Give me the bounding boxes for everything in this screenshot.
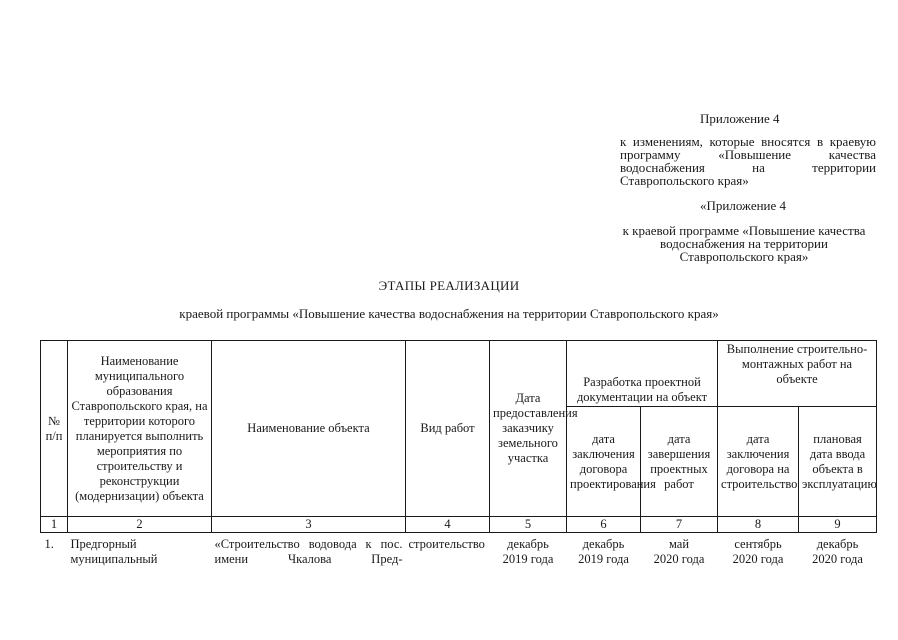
row-construction-contract-year: 2020 года <box>732 552 784 566</box>
row-design-end-month: май <box>668 537 690 551</box>
header-design-end: дата завершения проектных работ <box>639 406 719 517</box>
prev-appendix-title: «Приложение 4 <box>700 198 787 213</box>
prev-appendix-text: к краевой программе «Повышение качества … <box>622 223 866 264</box>
column-number: 5 <box>489 516 567 533</box>
row-design-end: май 2020 года <box>641 533 718 569</box>
column-number: 7 <box>639 516 719 533</box>
appendix-text: к изменениям, которые вносятся в краевую… <box>620 134 876 188</box>
column-number: 6 <box>566 516 641 533</box>
stages-table: № п/п Наименование муниципального образо… <box>40 340 878 569</box>
header-work-type: Вид работ <box>405 340 490 517</box>
row-design-contract: декабрь 2019 года <box>567 533 641 569</box>
row-number: 1. <box>44 537 54 551</box>
column-number: 8 <box>717 516 800 533</box>
header-land-date: Дата предоставления заказчику земельного… <box>489 340 578 517</box>
row-land-date-month: декабрь <box>507 537 549 551</box>
row-municipality: Предгорный муниципальный <box>70 537 158 566</box>
header-commissioning: плановая дата ввода объекта в эксплуатац… <box>798 406 878 517</box>
document-subtitle: краевой программы «Повышение качества во… <box>179 306 719 321</box>
header-design-contract: дата заключения договора проектирования <box>566 406 656 517</box>
appendix-title: Приложение 4 <box>700 111 780 126</box>
row-commissioning-year: 2020 года <box>812 552 863 566</box>
header-num: № п/п <box>40 340 68 517</box>
row-work-type: строительство <box>408 537 485 551</box>
row-land-date: декабрь 2019 года <box>490 533 567 569</box>
header-municipality: Наименование муниципального образования … <box>67 340 212 517</box>
column-number: 4 <box>405 516 490 533</box>
row-design-contract-month: декабрь <box>582 537 625 551</box>
row-object: «Строительство водовода к пос. имени Чка… <box>214 537 403 566</box>
column-number: 1 <box>40 516 68 533</box>
column-number-row: 1 2 3 4 5 6 7 8 9 <box>40 516 878 533</box>
column-number: 3 <box>211 516 406 533</box>
column-number: 2 <box>67 516 212 533</box>
row-commissioning-month: декабрь <box>816 537 859 551</box>
table-row: 1. Предгорный муниципальный «Строительст… <box>41 533 877 569</box>
row-commissioning: декабрь 2020 года <box>799 533 877 569</box>
row-construction-contract-month: сентябрь <box>734 537 782 551</box>
header-design-group: Разработка проектной документации на объ… <box>565 340 719 407</box>
header-object: Наименование объекта <box>211 340 406 517</box>
row-design-contract-year: 2019 года <box>578 552 629 566</box>
header-construction-group: Выполнение строительно-монтажных работ н… <box>717 340 878 407</box>
column-number: 9 <box>798 516 878 533</box>
row-design-end-year: 2020 года <box>653 552 705 566</box>
row-land-date-year: 2019 года <box>502 552 554 566</box>
row-construction-contract: сентябрь 2020 года <box>718 533 799 569</box>
header-construction-contract: дата заключения договора на строительств… <box>717 406 800 517</box>
document-title: ЭТАПЫ РЕАЛИЗАЦИИ <box>378 278 520 293</box>
